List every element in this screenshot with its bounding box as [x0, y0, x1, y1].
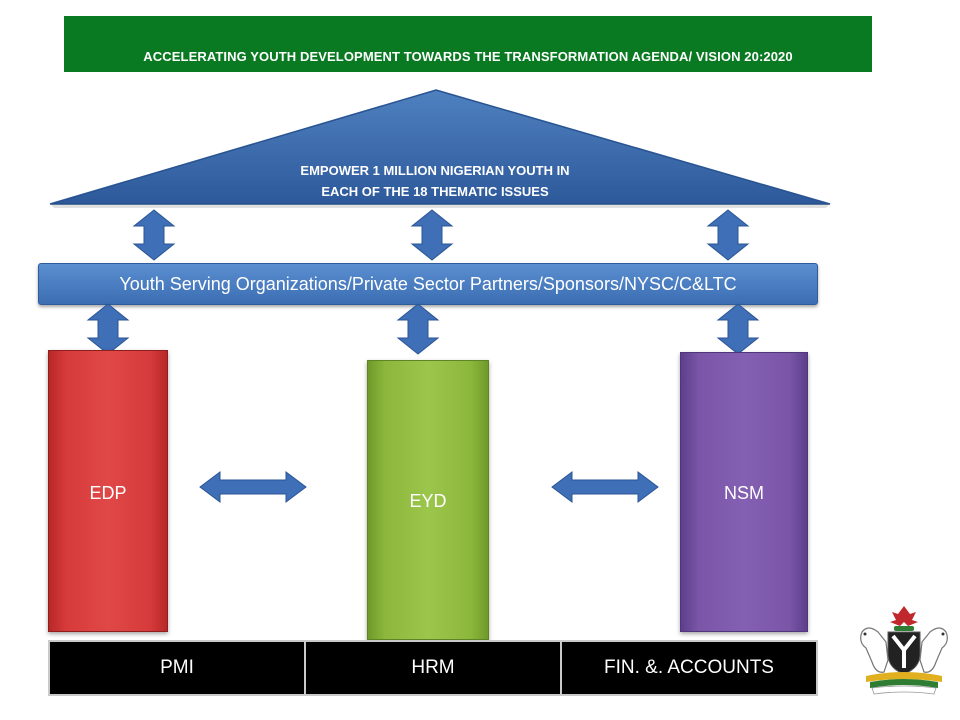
pillar-edp-label: EDP	[89, 483, 127, 503]
support-units-bar: PMI HRM FIN. &. ACCOUNTS	[48, 640, 818, 696]
unit-fin-accounts: FIN. &. ACCOUNTS	[604, 657, 774, 678]
pillar-eyd-label: EYD	[409, 491, 447, 511]
pillar-nsm: NSM	[680, 352, 808, 632]
partners-bar-label: Youth Serving Organizations/Private Sect…	[119, 273, 737, 294]
goal-text: EMPOWER 1 MILLION NIGERIAN YOUTH IN EACH…	[250, 160, 620, 202]
goal-triangle	[49, 89, 831, 208]
goal-line-2: EACH OF THE 18 THEMATIC ISSUES	[321, 184, 549, 199]
pillar-edp: EDP	[48, 350, 168, 632]
double-arrow-icon	[199, 471, 307, 503]
double-arrow-icon	[86, 303, 130, 355]
double-arrow-icon	[551, 471, 659, 503]
page-title: ACCELERATING YOUTH DEVELOPMENT TOWARDS T…	[143, 49, 793, 64]
double-arrow-icon	[410, 209, 454, 261]
pillar-eyd: EYD	[367, 360, 489, 640]
pillar-nsm-label: NSM	[724, 483, 764, 503]
double-arrow-icon	[716, 303, 760, 355]
double-arrow-icon	[396, 303, 440, 355]
coat-of-arms-icon	[860, 606, 948, 695]
goal-line-1: EMPOWER 1 MILLION NIGERIAN YOUTH IN	[300, 163, 570, 178]
unit-pmi: PMI	[50, 642, 306, 694]
unit-hrm: HRM	[306, 642, 562, 694]
partners-bar: Youth Serving Organizations/Private Sect…	[38, 263, 818, 305]
double-arrow-icon	[706, 209, 750, 261]
page-title-banner: ACCELERATING YOUTH DEVELOPMENT TOWARDS T…	[64, 16, 872, 72]
double-arrow-icon	[132, 209, 176, 261]
